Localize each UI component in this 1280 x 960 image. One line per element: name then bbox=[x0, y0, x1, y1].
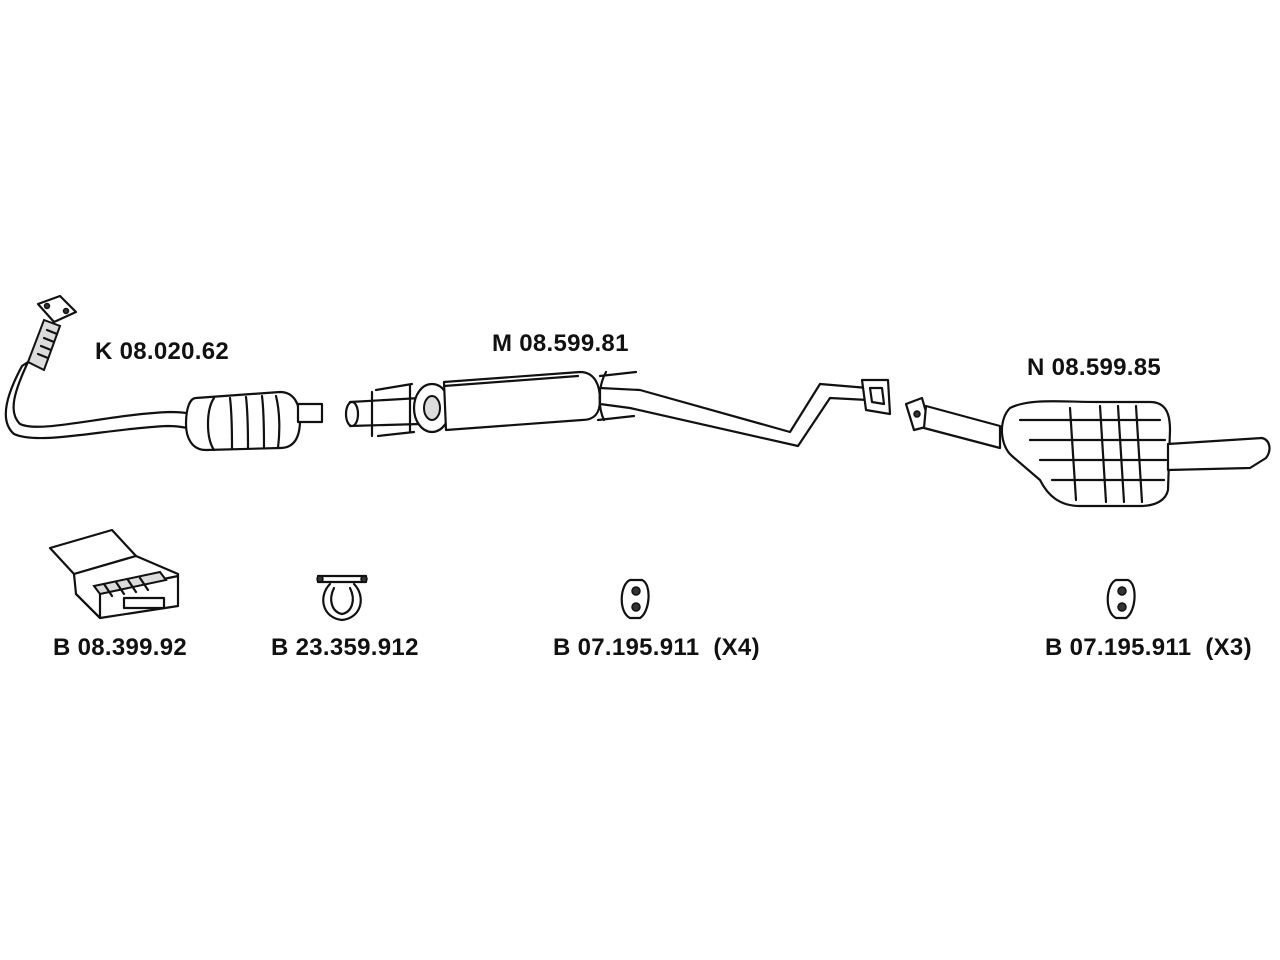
rubber-hanger-rear-icon bbox=[1106, 578, 1136, 620]
rubber-hanger-middle-icon bbox=[620, 578, 650, 620]
middle-silencer-part bbox=[344, 370, 892, 448]
rubber-hanger-middle-label: B 07.195.911 (X4) bbox=[553, 634, 760, 661]
mounting-kit-box bbox=[48, 528, 180, 620]
middle-silencer-label: M 08.599.81 bbox=[492, 330, 629, 357]
rear-silencer-part bbox=[904, 396, 1271, 508]
catalytic-converter-label: K 08.020.62 bbox=[95, 338, 230, 365]
clamp-icon bbox=[316, 574, 368, 622]
rubber-hanger-rear-label: B 07.195.911 (X3) bbox=[1045, 634, 1252, 661]
clamp-label: B 23.359.912 bbox=[271, 634, 419, 661]
mounting-kit-label: B 08.399.92 bbox=[53, 634, 188, 661]
catalytic-converter-part bbox=[4, 294, 324, 452]
rear-silencer-label: N 08.599.85 bbox=[1027, 354, 1162, 381]
